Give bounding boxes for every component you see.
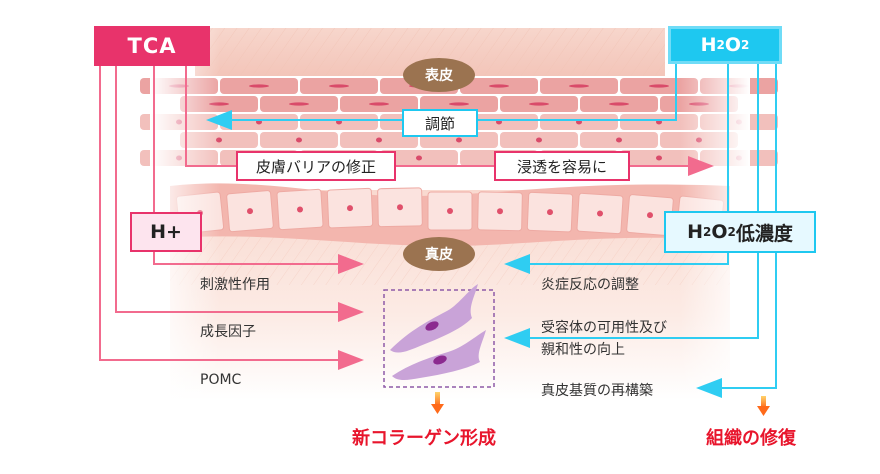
epidermis-nucleus <box>249 84 269 88</box>
outcome-tissue-repair: 組織の修復 <box>706 428 796 449</box>
epidermis-nucleus <box>656 155 662 161</box>
epidermis-label: 表皮 <box>403 58 475 92</box>
epidermis-nucleus <box>536 137 542 143</box>
epidermis-nucleus <box>369 102 389 106</box>
epidermis-nucleus <box>616 137 622 143</box>
epidermis-nucleus <box>416 155 422 161</box>
low-sub2: 2 <box>727 225 736 239</box>
low-suffix: 低濃度 <box>735 222 793 245</box>
basal-cell-nucleus <box>297 206 303 213</box>
basal-cell-nucleus <box>397 204 403 211</box>
fibroblast-cell-1 <box>390 284 478 353</box>
h2o2-effect-receptor-line1: 受容体の可用性及び <box>541 320 667 336</box>
basal-cell-nucleus <box>497 208 503 215</box>
tca-effect-pomc: POMC <box>200 372 242 388</box>
low-sub1: 2 <box>703 225 712 239</box>
tca-effect-irritation: 刺激性作用 <box>200 277 270 293</box>
basal-cell-nucleus <box>547 209 553 216</box>
tca-effect-growth-factor: 成長因子 <box>200 324 256 340</box>
basal-cell-nucleus <box>447 208 453 214</box>
epidermis-nucleus <box>376 137 382 143</box>
regulation-label: 調節 <box>402 109 478 137</box>
h2o2-effect-receptor-line2: 親和性の向上 <box>541 342 625 358</box>
h2o2-o: O <box>724 34 742 56</box>
epidermis-nucleus <box>329 84 349 88</box>
dermis-label: 真皮 <box>403 237 475 271</box>
outcome-new-collagen: 新コラーゲン形成 <box>352 428 496 449</box>
epidermis-nucleus <box>609 102 629 106</box>
easy-penetration-label: 浸透を容易に <box>494 151 630 181</box>
barrier-repair-label: 皮膚バリアの修正 <box>236 151 396 181</box>
fibroblast-cell-2 <box>392 330 486 380</box>
epidermis-nucleus <box>449 102 469 106</box>
h2o2-effect-inflammation: 炎症反応の調整 <box>541 277 639 293</box>
fibroblast-box <box>383 289 495 388</box>
low-o: O <box>711 221 728 243</box>
h2o2-sub1: 2 <box>716 38 725 52</box>
h2o2-h: H <box>700 34 717 56</box>
epidermis-nucleus <box>529 102 549 106</box>
basal-cell-nucleus <box>647 212 653 219</box>
epidermis-nucleus <box>289 102 309 106</box>
basal-cell-nucleus <box>347 205 353 212</box>
basal-cell-nucleus <box>597 210 603 217</box>
h2o2-effect-dermal-matrix: 真皮基質の再構築 <box>541 383 653 399</box>
h2o2-sub2: 2 <box>741 38 750 52</box>
low-h: H <box>687 221 703 243</box>
basal-cell-nucleus <box>247 208 253 215</box>
epidermis-nucleus <box>649 84 669 88</box>
epidermis-nucleus <box>456 137 462 143</box>
epidermis-nucleus <box>569 84 589 88</box>
tca-box: TCA <box>94 26 210 66</box>
epidermis-nucleus <box>296 137 302 143</box>
h-plus-box: H+ <box>130 212 202 252</box>
epidermis-nucleus <box>489 84 509 88</box>
